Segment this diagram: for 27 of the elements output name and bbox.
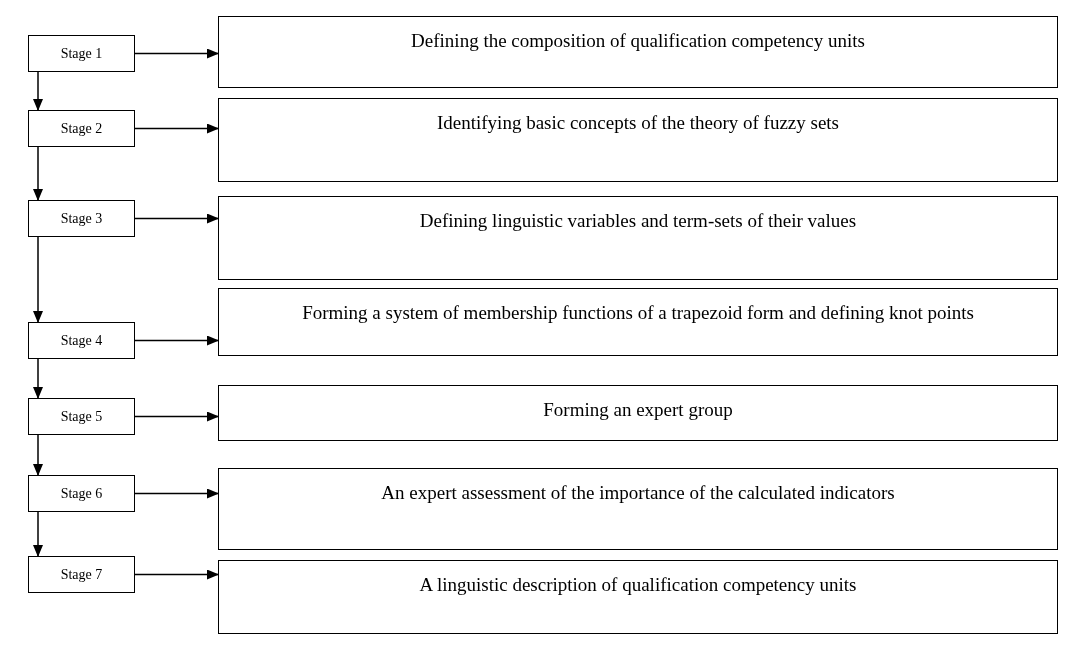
arrow: [134, 488, 219, 499]
step-box: Defining linguistic variables and term-sets of their values: [218, 196, 1058, 280]
arrow: [134, 411, 219, 422]
arrow: [33, 146, 43, 201]
arrow: [134, 123, 219, 134]
arrow: [33, 71, 43, 111]
arrow: [134, 569, 219, 580]
stage-box: Stage 4: [28, 322, 135, 359]
step-box: Defining the composition of qualification competency units: [218, 16, 1058, 88]
arrow: [33, 511, 43, 557]
step-box: A linguistic description of qualification competency units: [218, 560, 1058, 634]
arrow: [134, 48, 219, 59]
stage-box: Stage 1: [28, 35, 135, 72]
step-box: Identifying basic concepts of the theory of fuzzy sets: [218, 98, 1058, 182]
stage-box: Stage 5: [28, 398, 135, 435]
stage-box: Stage 3: [28, 200, 135, 237]
arrow: [134, 335, 219, 346]
arrow: [134, 213, 219, 224]
step-box: Forming a system of membership functions of a trapezoid form and defining knot points: [218, 288, 1058, 356]
arrow: [33, 434, 43, 476]
stage-box: Stage 2: [28, 110, 135, 147]
arrow: [33, 358, 43, 399]
arrow: [33, 236, 43, 323]
step-box: An expert assessment of the importance of the calculated indicators: [218, 468, 1058, 550]
stage-box: Stage 7: [28, 556, 135, 593]
step-box: Forming an expert group: [218, 385, 1058, 441]
stage-box: Stage 6: [28, 475, 135, 512]
